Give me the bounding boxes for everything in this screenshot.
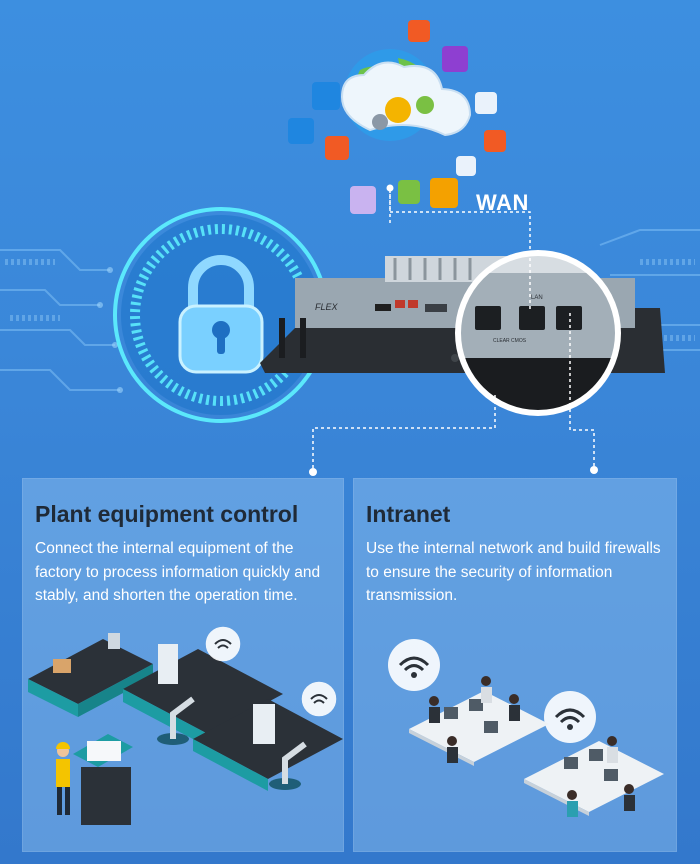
water-drop-app-icon <box>456 156 476 176</box>
lightbulb-app-icon <box>288 118 314 144</box>
weather-app-icon <box>312 82 340 110</box>
plant-equipment-description: Connect the internal equipment of the fa… <box>35 540 321 604</box>
plant-equipment-card: Plant equipment control Connect the inte… <box>22 478 344 852</box>
lock-app-icon <box>484 130 506 152</box>
wifi-app-icon <box>430 178 458 208</box>
clock-app-icon <box>350 186 376 214</box>
lan-ports-zoom: LAN CLEAR CMOS <box>455 250 621 416</box>
intranet-description: Use the internal network and build firew… <box>366 540 661 604</box>
office-network-illustration <box>388 639 664 817</box>
lightning-app-icon <box>442 46 468 72</box>
wan-label: WAN <box>476 190 529 215</box>
intranet-title: Intranet <box>366 501 451 527</box>
clear-cmos-label: CLEAR CMOS <box>493 338 527 344</box>
factory-conveyor-illustration <box>28 626 343 825</box>
cloud-computing-illustration <box>288 20 506 225</box>
globe-app-icon <box>398 180 420 204</box>
circuit-lines-background <box>0 229 700 393</box>
lan-port-label: LAN <box>531 295 543 301</box>
plant-equipment-title: Plant equipment control <box>35 501 299 527</box>
brand-logo-text: FLEX <box>315 302 339 312</box>
snowflake-app-icon <box>475 92 497 114</box>
bell-app-icon <box>325 136 349 160</box>
intranet-card: Intranet Use the internal network and bu… <box>353 478 677 852</box>
chat-app-icon <box>408 20 430 42</box>
